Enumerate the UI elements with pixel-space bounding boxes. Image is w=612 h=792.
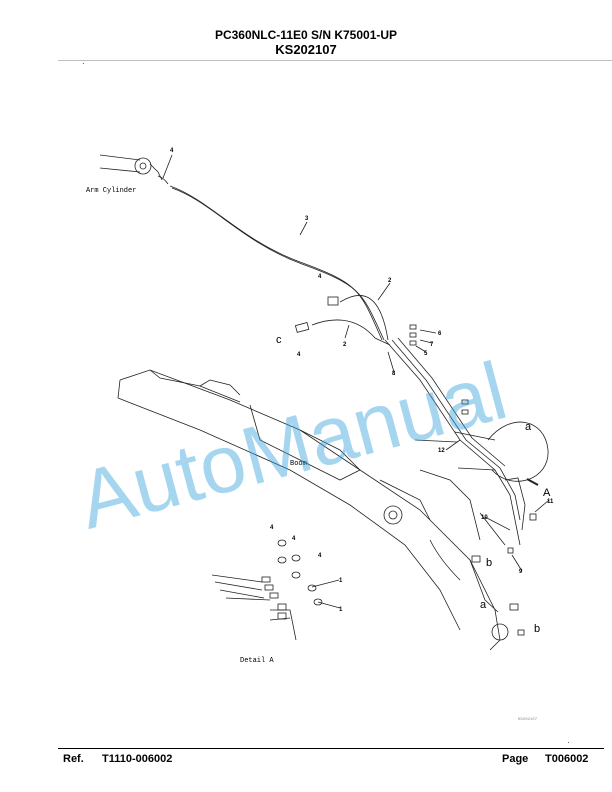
- watermark: AutoManual: [69, 345, 515, 546]
- page-value: T006002: [545, 753, 589, 765]
- callout-10: 10: [481, 515, 488, 521]
- detail-a-label: Detail A: [240, 657, 274, 665]
- callout-9: 9: [519, 569, 523, 575]
- letter-b: b: [486, 557, 492, 569]
- callout-4: 4: [292, 536, 296, 542]
- arm-cylinder-label: Arm Cylinder: [86, 187, 136, 195]
- callout-4: 4: [297, 352, 301, 358]
- letter-c: c: [276, 334, 282, 346]
- callout-11: 11: [547, 499, 554, 505]
- callout-4: 4: [270, 525, 274, 531]
- callout-1: 1: [339, 607, 343, 613]
- letter-a: a: [525, 421, 532, 433]
- model-title: PC360NLC-11E0 S/N K75001-UP: [214, 28, 398, 42]
- boom-outline: [117, 369, 509, 651]
- callout-1: 1: [339, 578, 343, 584]
- detail-a-part: [211, 539, 323, 641]
- callout-4: 4: [318, 274, 322, 280]
- header-divider: [58, 60, 612, 61]
- hose-2-upper: [339, 295, 389, 341]
- footer-divider: [58, 748, 604, 749]
- callout-4: 4: [170, 148, 174, 154]
- hose-3: [169, 185, 383, 341]
- arm-cylinder-part: [99, 154, 169, 185]
- callout-3: 3: [305, 216, 309, 222]
- callout-6: 6: [438, 331, 442, 337]
- ref-label: Ref.: [63, 753, 84, 765]
- drawing-code-small: KS202107: [518, 718, 538, 722]
- callout-4: 4: [318, 553, 322, 559]
- callout-2: 2: [388, 278, 392, 284]
- page-label: Page: [502, 753, 529, 765]
- callout-12: 12: [438, 448, 445, 454]
- drawing-code-title: KS202107: [275, 42, 337, 57]
- letter-a: a: [480, 599, 487, 611]
- header-dot: ·: [82, 59, 85, 68]
- callout-8: 8: [392, 371, 396, 377]
- letter-b: b: [534, 623, 540, 635]
- view-a-label: A: [543, 487, 551, 499]
- callout-5: 5: [424, 351, 428, 357]
- ref-value: T1110-006002: [102, 753, 173, 765]
- boom-label: Boom: [290, 460, 307, 468]
- hose-2-lower: [311, 319, 391, 346]
- callout-7: 7: [430, 342, 434, 348]
- footer-dot: ·: [567, 738, 570, 747]
- callout-2: 2: [343, 342, 347, 348]
